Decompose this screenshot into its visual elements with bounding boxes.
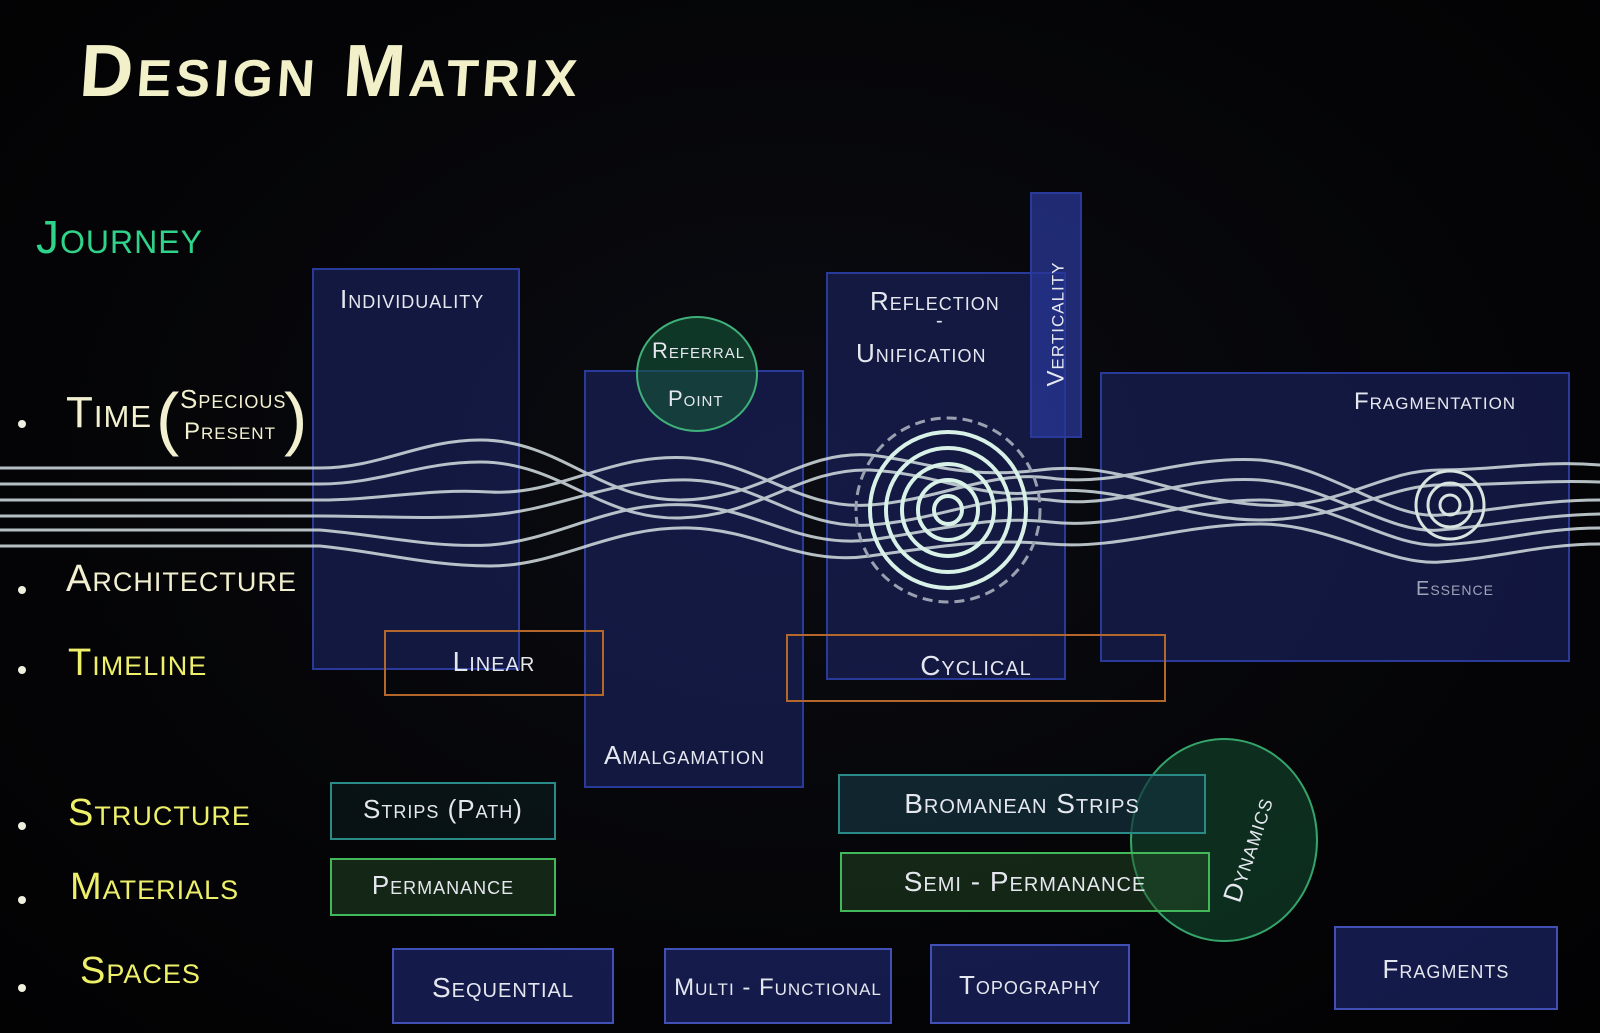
timeline-cyclical: Cyclical bbox=[786, 634, 1166, 702]
label-amalgamation: Amalgamation bbox=[604, 740, 766, 770]
referral-point-circle bbox=[636, 316, 758, 432]
bullet-timeline bbox=[18, 666, 26, 674]
spaces-topography: Topography bbox=[930, 944, 1130, 1024]
label-referral: Referral bbox=[652, 338, 746, 363]
row-materials: Materials bbox=[70, 866, 240, 908]
row-time-specious: Specious bbox=[180, 384, 287, 414]
bullet-architecture bbox=[18, 586, 26, 594]
materials-semi-permanance: Semi - Permanance bbox=[840, 852, 1210, 912]
row-time-paren-open: ( bbox=[156, 379, 181, 457]
label-unification: Unification bbox=[856, 338, 987, 368]
row-time-present: Present bbox=[184, 418, 276, 445]
label-reflection: Reflection bbox=[870, 286, 1000, 316]
row-time: Time bbox=[66, 388, 152, 437]
block-fragmentation bbox=[1100, 372, 1570, 662]
bullet-materials bbox=[18, 896, 26, 904]
row-timeline: Timeline bbox=[68, 642, 208, 684]
label-fragmentation: Fragmentation bbox=[1354, 388, 1517, 415]
journey-heading: Journey bbox=[36, 211, 203, 263]
block-amalgamation bbox=[584, 370, 804, 788]
cyclical-spiral-icon bbox=[854, 416, 1042, 604]
materials-permanance: Permanance bbox=[330, 858, 556, 916]
label-verticality: Verticality bbox=[1042, 261, 1070, 387]
label-essence: Essence bbox=[1416, 578, 1494, 600]
timeline-linear: Linear bbox=[384, 630, 604, 696]
bullet-spaces bbox=[18, 984, 26, 992]
dynamics-circle bbox=[1130, 738, 1318, 942]
page-title: Design Matrix bbox=[77, 29, 585, 112]
structure-bromanean-strips: Bromanean Strips bbox=[838, 774, 1206, 834]
label-point: Point bbox=[668, 386, 724, 411]
row-time-paren-close: ) bbox=[284, 379, 309, 457]
row-spaces: Spaces bbox=[80, 950, 201, 992]
spaces-multi-functional: Multi - Functional bbox=[664, 948, 892, 1024]
block-verticality bbox=[1030, 192, 1082, 438]
row-architecture: Architecture bbox=[66, 558, 297, 600]
structure-strips-path: Strips (Path) bbox=[330, 782, 556, 840]
bullet-structure bbox=[18, 822, 26, 830]
label-individuality: Individuality bbox=[340, 284, 485, 314]
label-reflection-dash: - bbox=[936, 310, 944, 332]
spaces-fragments: Fragments bbox=[1334, 926, 1558, 1010]
bullet-time bbox=[18, 420, 26, 428]
essence-spiral-icon bbox=[1414, 469, 1486, 541]
spaces-sequential: Sequential bbox=[392, 948, 614, 1024]
row-structure: Structure bbox=[68, 792, 251, 834]
